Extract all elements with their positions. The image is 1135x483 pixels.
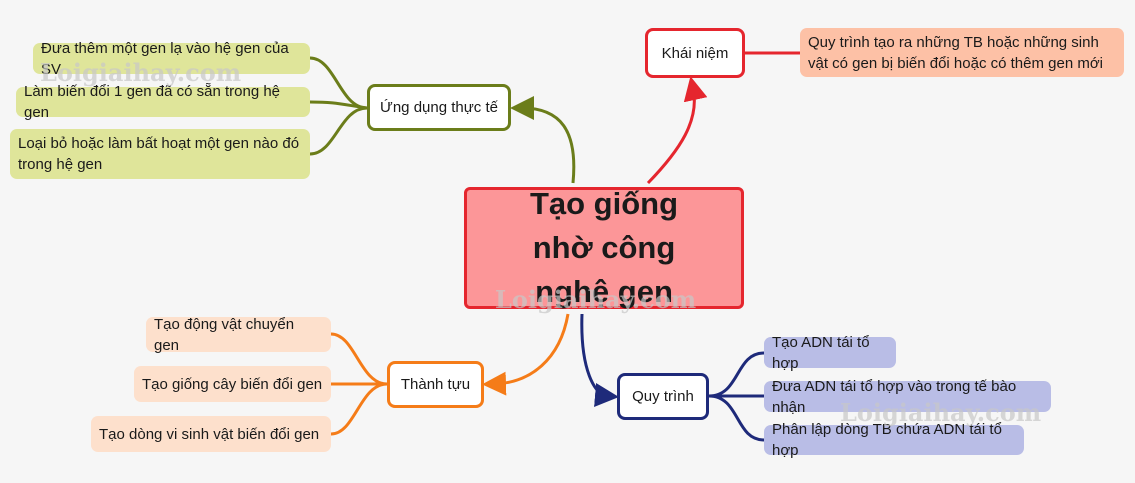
topic-quy-trinh[interactable]: Quy trình bbox=[617, 373, 709, 420]
leaf-quy-trinh-1[interactable]: Tạo ADN tái tổ hợp bbox=[764, 334, 896, 372]
leaf-ung-dung-1[interactable]: Đưa thêm một gen lạ vào hệ gen của SV bbox=[33, 40, 310, 78]
leaf-quy-trinh-3[interactable]: Phân lập dòng TB chứa ADN tái tổ hợp bbox=[764, 421, 1024, 459]
topic-ung-dung[interactable]: Ứng dụng thực tế bbox=[367, 84, 511, 131]
leaf-quy-trinh-2[interactable]: Đưa ADN tái tổ hợp vào trong tế bào nhận bbox=[764, 378, 1051, 416]
central-topic-label: Tạo giống nhờ công nghệ gen bbox=[529, 186, 679, 309]
topic-khai-niem[interactable]: Khái niệm bbox=[645, 28, 745, 78]
connector-khai-niem bbox=[646, 76, 708, 185]
leaf-thanh-tuu-3[interactable]: Tạo dòng vi sinh vật biến đổi gen bbox=[91, 416, 331, 452]
leaf-thanh-tuu-2[interactable]: Tạo giống cây biến đổi gen bbox=[134, 366, 331, 402]
connector-thanh-tuu bbox=[482, 313, 570, 396]
central-topic[interactable]: Tạo giống nhờ công nghệ gen bbox=[464, 186, 744, 309]
leaf-ung-dung-3[interactable]: Loại bỏ hoặc làm bất hoạt một gen nào đó… bbox=[10, 129, 310, 179]
connector-ung-dung bbox=[510, 96, 576, 184]
leaf-ung-dung-2[interactable]: Làm biến đổi 1 gen đã có sẵn trong hệ ge… bbox=[16, 83, 310, 121]
leaf-khai-niem-1[interactable]: Quy trình tạo ra những TB hoặc những sin… bbox=[800, 28, 1124, 77]
leaf-thanh-tuu-1[interactable]: Tạo động vật chuyển gen bbox=[146, 316, 331, 354]
connector-quy-trinh bbox=[580, 313, 619, 407]
topic-thanh-tuu[interactable]: Thành tựu bbox=[387, 361, 484, 408]
